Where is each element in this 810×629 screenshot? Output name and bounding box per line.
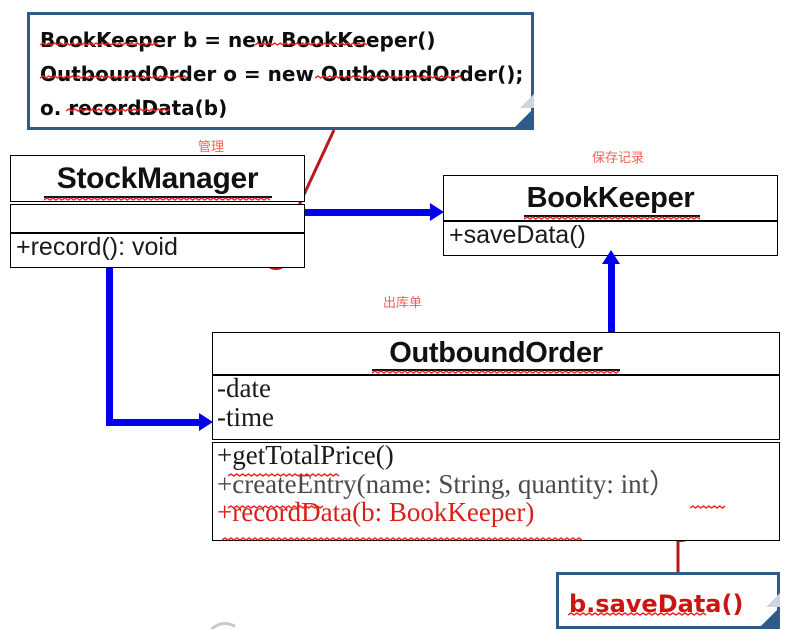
class-outboundorder-name: OutboundOrder xyxy=(389,337,603,369)
note-fold-corner-icon xyxy=(512,94,534,130)
class-bookkeeper-operations: +saveData() xyxy=(444,221,777,255)
note-fold-inner-icon xyxy=(766,593,780,607)
class-stockmanager-attributes xyxy=(11,205,304,232)
annotation-bookkeeper: 保存记录 xyxy=(592,151,645,166)
note-fold-inner-icon xyxy=(520,94,534,108)
operation-gettotalprice: +getTotalPrice() xyxy=(217,442,394,470)
class-stockmanager-operations: +record(): void xyxy=(11,233,304,267)
class-outboundorder-name-underline xyxy=(372,369,620,371)
note-fold-corner-icon xyxy=(758,593,780,629)
code-note-top-line-3: o. recordData(b) xyxy=(40,96,228,120)
code-note-top-line-2: OutboundOrder o = new OutboundOrder(); xyxy=(40,62,524,86)
connector-stockmanager-bookkeeper-arrowhead xyxy=(430,203,444,221)
connector-stockmanager-outboundorder-vline xyxy=(106,268,113,426)
class-bookkeeper-name: BookKeeper xyxy=(526,181,695,214)
code-note-bottom-body: b.saveData() xyxy=(559,575,777,626)
code-note-top-body: BookKeeper b = new BookKeeper() Outbound… xyxy=(30,15,531,127)
code-note-top-line-1: BookKeeper b = new BookKeeper() xyxy=(40,28,436,52)
class-stockmanager-name: StockManager xyxy=(56,161,259,195)
code-note-bottom[interactable]: b.saveData() xyxy=(556,572,780,629)
code-note-bottom-line-1: b.saveData() xyxy=(569,590,744,618)
class-outboundorder-operations-compartment: +getTotalPrice() +createEntry(name: Stri… xyxy=(212,442,780,541)
class-outboundorder-name-compartment: OutboundOrder xyxy=(212,332,780,375)
code-note-top[interactable]: BookKeeper b = new BookKeeper() Outbound… xyxy=(27,12,534,130)
class-outboundorder-attributes: -date -time xyxy=(213,375,779,437)
class-bookkeeper-name-underline xyxy=(524,215,700,217)
class-outboundorder-attributes-compartment: -date -time xyxy=(212,375,780,440)
connector-stockmanager-outboundorder-arrowhead xyxy=(199,413,213,431)
class-stockmanager-name-compartment: StockManager xyxy=(10,155,305,202)
class-outboundorder-operations: +getTotalPrice() +createEntry(name: Stri… xyxy=(213,442,779,538)
operation-savedata: +saveData() xyxy=(449,221,586,249)
connector-outboundorder-bookkeeper-arrowhead xyxy=(602,250,620,264)
class-bookkeeper-name-compartment: BookKeeper xyxy=(443,175,778,221)
attribute-date: -date xyxy=(217,375,271,403)
attribute-time: -time xyxy=(217,401,274,432)
operation-createentry: +createEntry(name: String, quantity: int… xyxy=(217,468,677,499)
operation-record: +record(): void xyxy=(16,233,178,261)
operation-recorddata: +recordData(b: BookKeeper) xyxy=(217,497,535,528)
connector-stockmanager-outboundorder-hline xyxy=(106,419,202,426)
annotation-outboundorder: 出库单 xyxy=(383,296,423,311)
connector-stockmanager-bookkeeper-line xyxy=(305,209,434,216)
watermark-arc xyxy=(201,618,249,629)
connector-outboundorder-bookkeeper-vline xyxy=(608,262,615,332)
annotation-stockmanager: 管理 xyxy=(198,140,225,155)
class-stockmanager-operations-compartment: +record(): void xyxy=(10,233,305,268)
class-stockmanager-attributes-compartment xyxy=(10,204,305,233)
class-stockmanager-name-underline xyxy=(44,196,272,198)
